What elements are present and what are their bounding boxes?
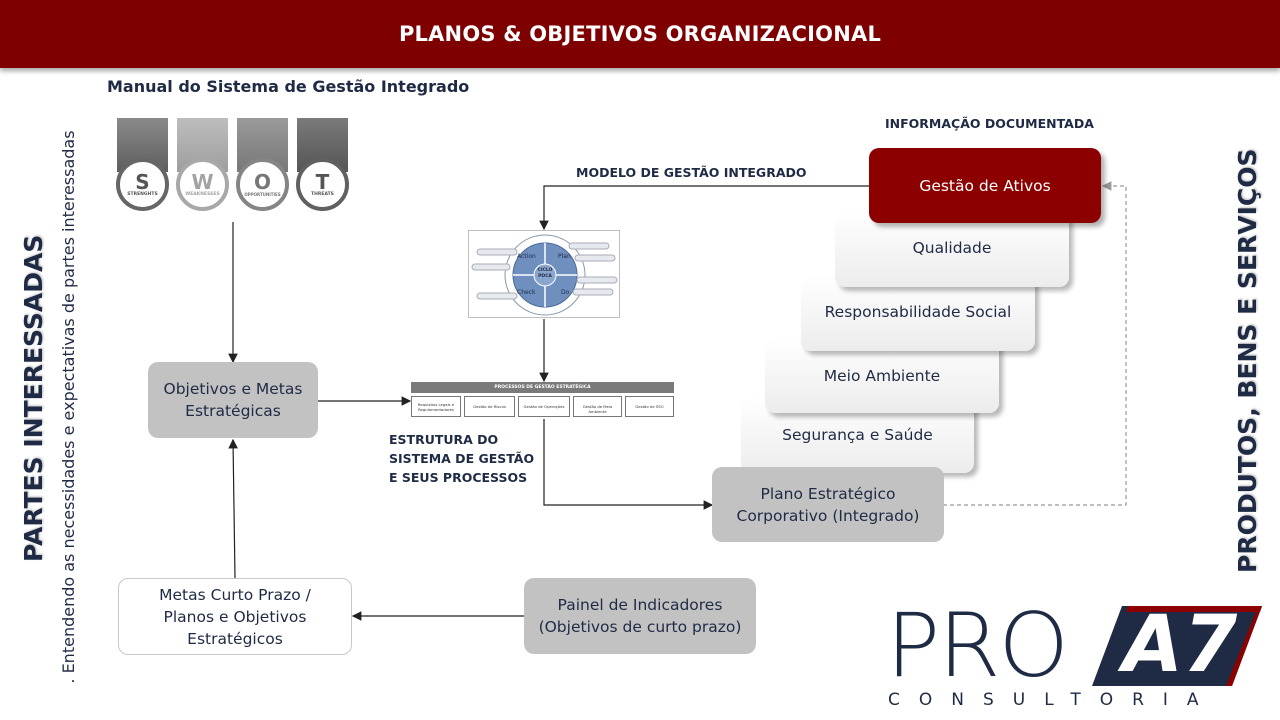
pdca-action: Action	[517, 253, 536, 260]
swot-t: T THREATS	[296, 118, 349, 211]
pdca-check: Check	[517, 289, 536, 296]
objetivos-line-2: Estratégicas	[185, 402, 281, 420]
objetivos-box: Objetivos e Metas Estratégicas	[148, 362, 318, 438]
card-qualidade: Qualidade	[835, 212, 1069, 287]
informacao-label: INFORMAÇÃO DOCUMENTADA	[885, 116, 1094, 131]
metas-line-1: Metas Curto Prazo /	[159, 585, 311, 604]
card-gestao-ativos-label: Gestão de Ativos	[919, 176, 1051, 195]
process-cell-1: Requisitos Legais e Regulamentadores	[411, 396, 461, 417]
logo-mark-shape	[1092, 606, 1262, 686]
arrow-metas-to-objetivos	[228, 438, 238, 579]
card-gestao-ativos: Gestão de Ativos	[869, 148, 1101, 223]
plano-box: Plano Estratégico Corporativo (Integrado…	[712, 467, 944, 542]
estrutura-line-2: SISTEMA DE GESTÃO	[389, 451, 535, 466]
pdca-drawing	[471, 234, 618, 316]
subtitle: Manual do Sistema de Gestão Integrado	[107, 77, 470, 96]
swot-o: O OPPORTUNITIES	[236, 118, 289, 211]
painel-line-1: Painel de Indicadores	[557, 596, 723, 614]
swot-t-caption: THREATS	[311, 192, 334, 197]
arrow-processos-to-plano	[543, 419, 714, 510]
card-qualidade-label: Qualidade	[912, 239, 992, 257]
objetivos-line-1: Objetivos e Metas	[163, 380, 303, 398]
process-cell-4: Gestão de Meio Ambiente	[573, 396, 622, 417]
card-seguranca-label: Segurança e Saúde	[782, 426, 933, 444]
estrutura-line-1: ESTRUTURA DO	[389, 432, 499, 447]
card-responsabilidade: Responsabilidade Social	[801, 276, 1035, 351]
pdca-center-1: CICLO	[537, 268, 553, 273]
metas-box: Metas Curto Prazo / Planos e Objetivos E…	[118, 578, 352, 655]
card-responsabilidade-label: Responsabilidade Social	[824, 303, 1012, 321]
pdca-center: CICLO PDCA	[535, 268, 555, 280]
logo-tagline: CONSULTORIA	[888, 690, 1218, 710]
arrow-gestao-to-pdca	[539, 185, 870, 231]
process-cell-3: Gestão de Operações	[518, 396, 570, 417]
plano-line-2: Corporativo (Integrado)	[736, 506, 920, 525]
pdca-do: Do	[561, 289, 570, 296]
pdca-plan: Plan	[558, 253, 571, 260]
swot-graphic: S STRENGHTS W WEAKNESSES O OPPORTUNITIES…	[116, 118, 350, 212]
page-header: PLANOS & OBJETIVOS ORGANIZACIONAL	[0, 0, 1280, 68]
swot-s-caption: STRENGHTS	[127, 192, 158, 197]
card-meio-ambiente-label: Meio Ambiente	[823, 367, 941, 385]
swot-w-caption: WEAKNESSES	[185, 192, 220, 197]
process-cell-2: Gestão de Riscos	[464, 396, 515, 417]
swot-w: W WEAKNESSES	[176, 118, 229, 211]
logo-pro: PRO	[886, 594, 1069, 697]
plano-line-1: Plano Estratégico	[760, 484, 896, 503]
process-cell-5: Gestão de SSO	[625, 396, 674, 417]
arrow-plano-to-gestao-dashed	[943, 181, 1127, 506]
painel-line-2: (Objetivos de curto prazo)	[538, 618, 742, 636]
swot-o-letter: O	[253, 170, 271, 194]
metas-line-3: Estratégicos	[187, 629, 283, 648]
swot-t-letter: T	[315, 170, 330, 194]
swot-s: S STRENGHTS	[116, 118, 169, 211]
process-table: PROCESSOS DE GESTÃO ESTRATÉGICA Requisit…	[411, 382, 674, 418]
proa7-logo: PRO A7 CONSULTORIA	[886, 602, 1266, 714]
swot-o-caption: OPPORTUNITIES	[244, 192, 281, 197]
process-table-title: PROCESSOS DE GESTÃO ESTRATÉGICA	[411, 382, 674, 393]
logo-mark-text: A7	[1122, 600, 1238, 690]
swot-w-letter: W	[191, 170, 214, 194]
pdca-diagram: CICLO PDCA Action Plan Check Do	[468, 230, 620, 318]
painel-box: Painel de Indicadores (Objetivos de curt…	[524, 578, 756, 654]
page-title: PLANOS & OBJETIVOS ORGANIZACIONAL	[398, 22, 882, 46]
estrutura-line-3: E SEUS PROCESSOS	[389, 470, 528, 485]
swot-s-letter: S	[135, 170, 150, 194]
logo-mark: A7	[1092, 600, 1262, 690]
modelo-label: MODELO DE GESTÃO INTEGRADO	[576, 165, 807, 180]
metas-line-2: Planos e Objetivos	[163, 607, 307, 626]
pdca-center-2: PDCA	[538, 274, 552, 279]
